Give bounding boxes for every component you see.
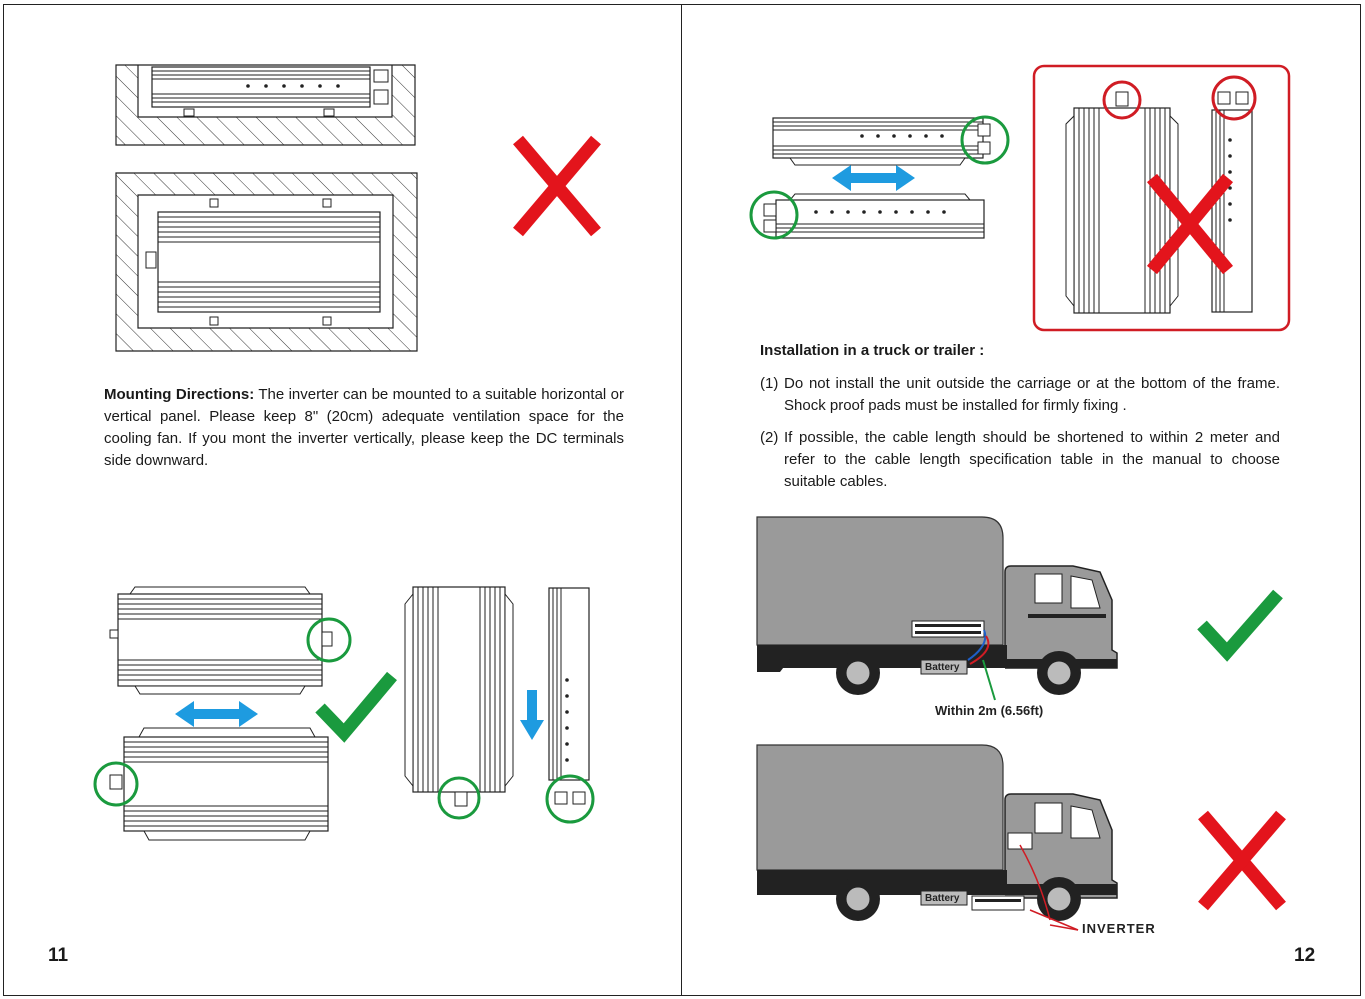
page-frame xyxy=(3,4,1361,996)
truck-correct xyxy=(756,516,1118,701)
wrong-mark-left xyxy=(513,135,601,237)
inverter-horizontal-top xyxy=(109,586,352,695)
item-text: Do not install the unit outside the carr… xyxy=(784,375,1280,414)
inverter-label: INVERTER xyxy=(1082,921,1156,936)
inverter-flat-bottom xyxy=(749,190,985,240)
instruction-item-2: (2) If possible, the cable length should… xyxy=(760,427,1280,493)
truck-incorrect xyxy=(756,744,1118,931)
wrong-mark-right xyxy=(1198,810,1286,911)
cable-length-label: Within 2m (6.56ft) xyxy=(935,703,1044,718)
inverter-horizontal-bottom xyxy=(93,727,329,841)
item-number: (2) xyxy=(760,429,779,446)
arrow-down-blue xyxy=(520,690,544,740)
incorrect-vertical-box xyxy=(1032,64,1291,332)
truck-installation-heading: Installation in a truck or trailer : xyxy=(760,342,985,359)
page-number-right: 12 xyxy=(1294,945,1316,966)
double-arrow-right xyxy=(832,165,915,191)
mounting-text: The inverter can be mounted to a suitabl… xyxy=(104,386,624,469)
double-arrow-left xyxy=(175,701,258,727)
inverter-vertical-front xyxy=(404,586,514,820)
battery-label-top: Battery xyxy=(925,662,960,673)
page-number-left: 11 xyxy=(48,945,69,966)
inverter-flat-top xyxy=(772,115,1010,166)
mounting-title: Mounting Directions: xyxy=(104,386,255,403)
check-mark-right xyxy=(1197,589,1283,662)
mount-example-bottom-wrong xyxy=(115,172,418,352)
item-text: If possible, the cable length should be … xyxy=(784,429,1280,490)
mount-example-top-wrong xyxy=(115,64,416,146)
item-number: (1) xyxy=(760,375,779,392)
mounting-directions: Mounting Directions: The inverter can be… xyxy=(104,384,624,472)
instruction-item-1: (1) Do not install the unit outside the … xyxy=(760,373,1280,417)
page-divider xyxy=(681,4,682,996)
inverter-vertical-side xyxy=(545,587,595,824)
battery-label-bottom: Battery xyxy=(925,893,960,904)
check-mark-left xyxy=(315,671,397,743)
